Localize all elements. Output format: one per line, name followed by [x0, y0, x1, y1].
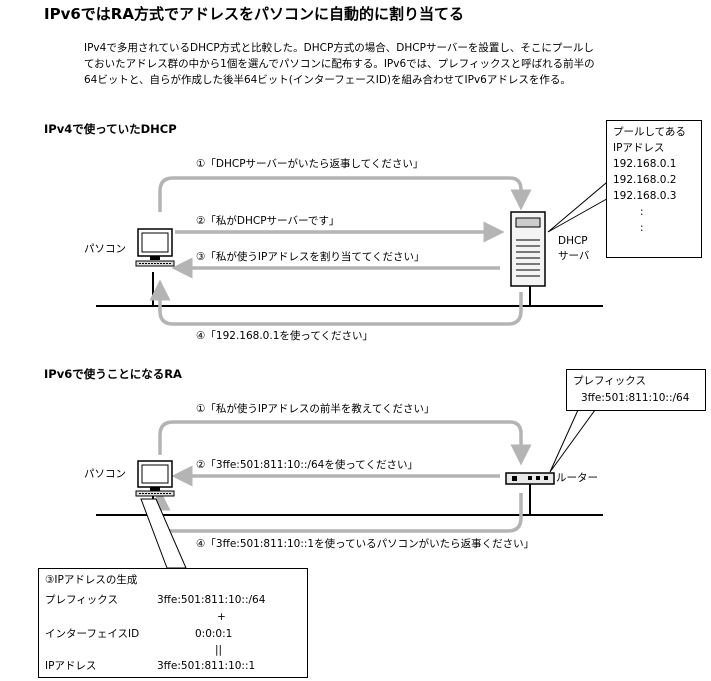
prefix-label: プレフィックス	[45, 594, 118, 606]
pool-ellipsis: :	[640, 206, 644, 218]
plus-sign: +	[217, 611, 226, 623]
ipv6-message-2: ②「3ffe:501:811:10::/64を使ってください」	[196, 459, 418, 471]
ipv4-arrow-4	[149, 279, 523, 326]
ipv4-message-2: ②「私がDHCPサーバーです」	[196, 215, 340, 227]
intro-line-1: IPv4で多用されているDHCP方式と比較した。DHCP方式の場合、DHCPサー…	[84, 42, 594, 54]
ipv4-message-1: ①「DHCPサーバーがいたら返事してください」	[196, 158, 424, 170]
ipv4-heading: IPv4で使っていたDHCP	[44, 122, 177, 136]
pool-callout-pointer	[547, 176, 613, 233]
prefix-box-label: プレフィックス	[573, 375, 646, 387]
page-title: IPv6ではRA方式でアドレスをパソコンに自動的に割り当てる	[44, 5, 464, 23]
intro-line-3: 64ビットと、自らが作成した後半64ビット(インターフェースID)を組み合わせて…	[84, 74, 571, 86]
pool-ellipsis: :	[640, 222, 644, 234]
intro-line-2: ておいたアドレス群の中から1個を選んでパソコンに配布する。IPv6では、プレフィ…	[84, 58, 595, 70]
ipv6-arrow-4	[149, 489, 523, 533]
prefix-value: 3ffe:501:811:10::/64	[157, 594, 266, 606]
ipv4-pc-label: パソコン	[84, 243, 126, 255]
interface-id-value: 0:0:0:1	[195, 628, 233, 640]
equals-sign: ||	[215, 644, 223, 656]
ipv6-message-4: ④「3ffe:501:811:10::1を使っているパソコンがいたら返事ください…	[196, 538, 535, 550]
ipv6-arrow-1	[158, 420, 532, 466]
server-icon	[510, 211, 546, 287]
generation-heading: ③IPアドレスの生成	[45, 574, 138, 586]
ipv4-arrow-1	[158, 176, 532, 212]
ip-address-label: IPアドレス	[45, 660, 97, 672]
ipv4-message-4: ④「192.168.0.1を使ってください」	[196, 330, 374, 342]
ipv6-pc-label: パソコン	[84, 468, 126, 480]
dhcp-server-label: DHCP	[558, 235, 588, 247]
ipv6-message-1: ①「私が使うIPアドレスの前半を教えてください」	[196, 403, 435, 415]
pool-subtitle: IPアドレス	[613, 142, 665, 154]
prefix-callout-pointer	[549, 409, 596, 473]
pool-address: 192.168.0.3	[613, 190, 677, 202]
dhcp-server-label-2: サーバ	[558, 250, 590, 262]
address-generation-box: ③IPアドレスの生成 プレフィックス 3ffe:501:811:10::/64 …	[38, 568, 308, 678]
router-icon	[505, 472, 555, 485]
router-label: ルーター	[556, 472, 598, 484]
pc-icon	[135, 460, 175, 497]
pc-icon	[135, 228, 175, 267]
pool-address: 192.168.0.2	[613, 174, 677, 186]
pool-title: プールしてある	[613, 126, 686, 138]
address-pool-box: プールしてある IPアドレス 192.168.0.1 192.168.0.2 1…	[606, 120, 702, 258]
prefix-box-value: 3ffe:501:811:10::/64	[581, 392, 690, 404]
pool-address: 192.168.0.1	[613, 158, 677, 170]
ipv6-heading: IPv6で使うことになるRA	[44, 367, 182, 381]
ip-address-value: 3ffe:501:811:10::1	[157, 660, 256, 672]
ipv4-message-3: ③「私が使うIPアドレスを割り当ててください」	[196, 251, 425, 263]
gen-callout-pointer	[140, 498, 187, 569]
interface-id-label: インターフェイスID	[45, 628, 140, 640]
prefix-box: プレフィックス 3ffe:501:811:10::/64	[566, 369, 706, 411]
